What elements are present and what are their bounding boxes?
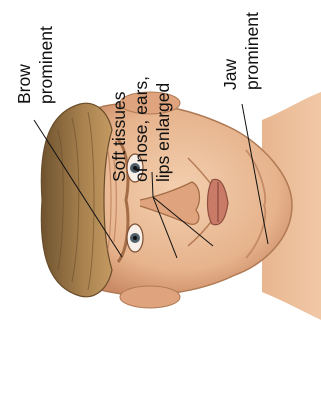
label-brow-line-2: prominent [36, 26, 56, 104]
label-soft-tissues: Soft tissues of nose, ears, lips enlarge… [109, 71, 173, 182]
label-jaw-line-1: Jaw [220, 59, 240, 90]
eye-lower [127, 224, 143, 252]
hair [41, 103, 112, 297]
label-brow: Brow prominent [14, 26, 56, 104]
label-brow-line-1: Brow [14, 64, 34, 104]
label-soft-line-1: Soft tissues [109, 91, 129, 182]
label-jaw: Jaw prominent [220, 12, 262, 90]
label-soft-line-2: of nose, ears, [131, 76, 151, 182]
ear-lower [120, 286, 180, 308]
label-jaw-line-2: prominent [242, 12, 262, 90]
label-soft-line-3: lips enlarged [153, 83, 173, 182]
face-illustration [41, 92, 321, 320]
